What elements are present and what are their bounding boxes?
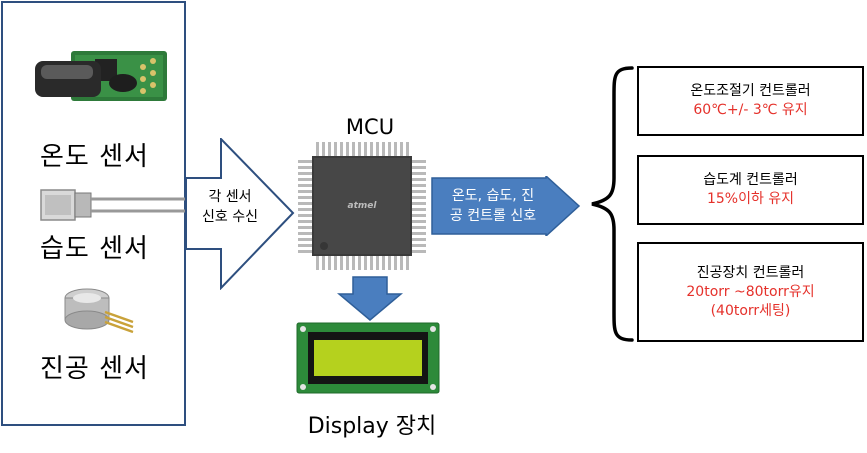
mcu-pin xyxy=(322,142,325,156)
mcu-pin xyxy=(298,226,312,229)
mcu-pin xyxy=(298,190,312,193)
vacuum-controller-spec: 20torr ~80torr유지 xyxy=(686,283,815,300)
humidity-sensor-image xyxy=(40,189,187,221)
mcu-pin xyxy=(412,220,426,223)
mcu-pin xyxy=(340,142,343,156)
mcu-pin xyxy=(298,250,312,253)
mcu-pin xyxy=(412,166,426,169)
mcu-pin xyxy=(412,232,426,235)
mcu-pin xyxy=(412,214,426,217)
mcu-pin xyxy=(406,256,409,270)
mcu-pin xyxy=(298,196,312,199)
lcd-display-image xyxy=(296,322,440,394)
mcu-pin xyxy=(358,256,361,270)
grouping-brace xyxy=(591,66,634,342)
temperature-controller-box: 온도조절기 컨트롤러 60℃+/- 3℃ 유지 xyxy=(637,66,864,136)
mcu-pin xyxy=(358,142,361,156)
receive-arrow xyxy=(185,138,295,290)
mcu-pin xyxy=(334,256,337,270)
mcu-pin xyxy=(328,142,331,156)
mcu-pin xyxy=(406,142,409,156)
humidity-controller-box: 습도계 컨트롤러 15%이하 유지 xyxy=(637,155,864,225)
mcu-pin xyxy=(394,256,397,270)
vacuum-controller-title: 진공장치 컨트롤러 xyxy=(696,264,805,281)
mcu-pin xyxy=(412,190,426,193)
mcu-pin xyxy=(412,196,426,199)
mcu-pin xyxy=(412,202,426,205)
mcu-pin xyxy=(412,184,426,187)
mcu-pin xyxy=(364,142,367,156)
vacuum-sensor-image xyxy=(64,288,134,334)
mcu-pin xyxy=(412,238,426,241)
mcu-pin xyxy=(388,256,391,270)
mcu-pin xyxy=(400,256,403,270)
mcu-pin xyxy=(376,142,379,156)
mcu-pin xyxy=(382,256,385,270)
mcu-pin xyxy=(298,172,312,175)
mcu-pin xyxy=(298,202,312,205)
vacuum-sensor-label: 진공 센서 xyxy=(40,354,149,384)
sensor-panel: 온도 센서 습도 센서 진공 센서 xyxy=(1,1,187,426)
temperature-sensor-image xyxy=(35,51,167,101)
receive-text-line1: 각 센서 xyxy=(208,189,252,205)
down-arrow xyxy=(337,276,403,321)
mcu-pin xyxy=(298,232,312,235)
mcu-pin xyxy=(298,244,312,247)
mcu-pin xyxy=(298,220,312,223)
mcu-pin xyxy=(298,160,312,163)
mcu-label: MCU xyxy=(345,115,395,139)
mcu-pin xyxy=(370,142,373,156)
mcu-pin xyxy=(346,142,349,156)
mcu-pin xyxy=(376,256,379,270)
temperature-controller-title: 온도조절기 컨트롤러 xyxy=(690,83,811,99)
vacuum-controller-box: 진공장치 컨트롤러 20torr ~80torr유지 (40torr세팅) xyxy=(637,242,864,342)
mcu-pin xyxy=(388,142,391,156)
mcu-pin xyxy=(298,214,312,217)
mcu-pin xyxy=(412,250,426,253)
mcu-pin xyxy=(412,160,426,163)
mcu-pin xyxy=(412,226,426,229)
mcu-pin xyxy=(400,142,403,156)
temperature-controller-spec: 60℃+/- 3℃ 유지 xyxy=(693,102,808,118)
mcu-pin xyxy=(346,256,349,270)
mcu-pin xyxy=(340,256,343,270)
mcu-pin xyxy=(412,208,426,211)
mcu-pin xyxy=(322,256,325,270)
mcu-pin xyxy=(316,142,319,156)
mcu-pin xyxy=(334,142,337,156)
display-label: Display 장치 xyxy=(307,414,437,439)
mcu-pin xyxy=(364,256,367,270)
control-signal-text: 온도, 습도, 진 공 컨트롤 신호 xyxy=(434,186,552,226)
mcu-pin xyxy=(370,256,373,270)
svg-text:atmel: atmel xyxy=(348,201,378,211)
mcu-pin xyxy=(352,142,355,156)
humidity-sensor-label: 습도 센서 xyxy=(40,234,149,264)
mcu-pin xyxy=(298,184,312,187)
mcu-pin xyxy=(352,256,355,270)
signal-text-line1: 온도, 습도, 진 xyxy=(451,188,535,204)
signal-text-line2: 공 컨트롤 신호 xyxy=(449,208,537,224)
temperature-sensor-label: 온도 센서 xyxy=(40,142,149,172)
mcu-pin xyxy=(298,238,312,241)
mcu-pin xyxy=(382,142,385,156)
humidity-controller-title: 습도계 컨트롤러 xyxy=(703,172,798,188)
mcu-pin xyxy=(394,142,397,156)
control-signal-arrow xyxy=(431,176,581,236)
mcu-pin xyxy=(316,256,319,270)
vacuum-controller-setting: (40torr세팅) xyxy=(710,302,791,319)
receive-text-line2: 신호 수신 xyxy=(202,209,258,225)
mcu-pin xyxy=(412,244,426,247)
mcu-pin xyxy=(412,172,426,175)
mcu-pin xyxy=(298,178,312,181)
mcu-pin xyxy=(412,178,426,181)
mcu-pin xyxy=(328,256,331,270)
humidity-controller-spec: 15%이하 유지 xyxy=(706,191,795,207)
mcu-pin xyxy=(298,166,312,169)
mcu-chip-image: atmel xyxy=(298,142,426,270)
mcu-pin xyxy=(298,208,312,211)
receive-signal-text: 각 센서 신호 수신 xyxy=(188,187,272,227)
